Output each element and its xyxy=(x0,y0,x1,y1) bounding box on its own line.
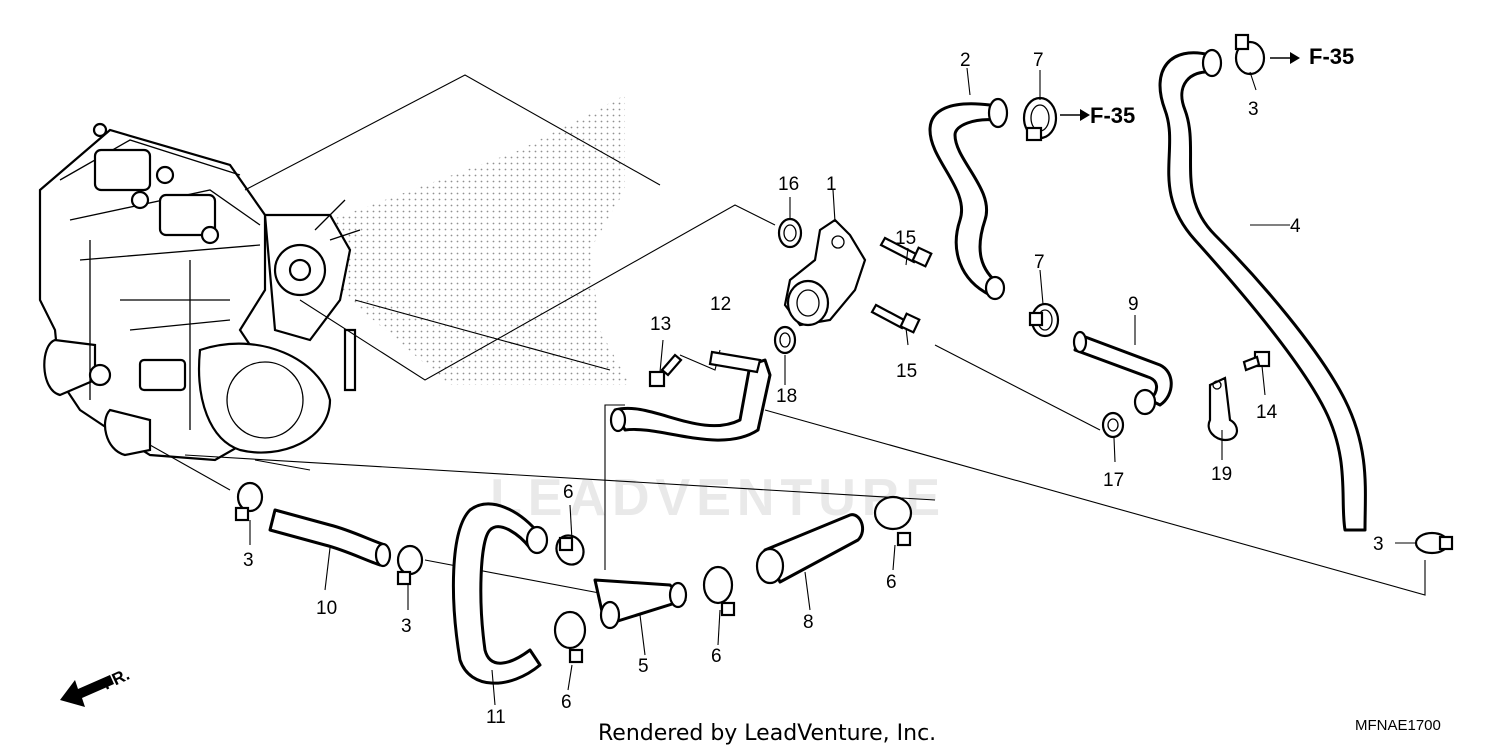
label-leaders xyxy=(249,67,1415,706)
label-15-upper: 15 xyxy=(895,228,916,249)
label-2: 2 xyxy=(960,50,971,71)
clamp-6-right xyxy=(873,495,913,547)
o-ring-18 xyxy=(773,325,797,355)
hose-11 xyxy=(451,502,549,685)
clamp-6-middle xyxy=(702,565,736,617)
clip-19 xyxy=(1207,376,1238,442)
hose-4 xyxy=(1158,48,1367,532)
label-15-lower: 15 xyxy=(896,361,917,382)
hose-2 xyxy=(928,97,1009,301)
clamp-6-bottom xyxy=(553,610,587,664)
grommet-17 xyxy=(1101,411,1125,439)
label-12: 12 xyxy=(710,294,731,315)
label-6-bottom: 6 xyxy=(561,692,572,713)
clamp-3-left xyxy=(234,481,264,522)
label-11: 11 xyxy=(486,707,506,728)
label-19: 19 xyxy=(1211,464,1232,485)
label-6-top: 6 xyxy=(563,482,574,503)
hose-10 xyxy=(268,508,392,568)
label-4: 4 xyxy=(1290,216,1301,237)
pipe-9 xyxy=(1072,330,1173,416)
engine-illustration xyxy=(38,122,361,462)
label-6-right: 6 xyxy=(886,572,897,593)
label-1: 1 xyxy=(826,174,837,195)
front-marker: FR. xyxy=(100,665,133,694)
part-number-labels: 1 2 7 3 4 16 15 15 7 9 13 12 18 14 17 19… xyxy=(243,50,1384,728)
label-17: 17 xyxy=(1103,470,1124,491)
label-7-upper: 7 xyxy=(1033,50,1044,71)
clamp-7-upper xyxy=(1022,96,1058,142)
label-10: 10 xyxy=(316,598,337,619)
label-3-left: 3 xyxy=(243,550,254,571)
f35-arrow-lower xyxy=(1270,52,1300,64)
clamp-7-lower xyxy=(1028,302,1060,338)
o-ring-16 xyxy=(777,217,803,249)
f35-label-upper: F-35 xyxy=(1090,103,1135,128)
thermostat-housing-1 xyxy=(783,218,867,327)
bolt-14 xyxy=(1242,350,1271,372)
bolt-15-lower xyxy=(870,303,921,334)
leader-lines xyxy=(149,74,1426,596)
hose-8 xyxy=(755,513,864,585)
bolt-13 xyxy=(648,353,683,388)
watermark-text: LEADVENTURE xyxy=(490,469,946,527)
label-13: 13 xyxy=(650,314,671,335)
label-16: 16 xyxy=(778,174,799,195)
rendered-by-credit: Rendered by LeadVenture, Inc. xyxy=(598,721,936,746)
label-5: 5 xyxy=(638,656,649,677)
front-direction-arrow xyxy=(60,675,114,707)
f35-arrow-upper xyxy=(1060,109,1090,121)
pipe-5 xyxy=(593,578,688,630)
clamp-3-right xyxy=(1414,531,1454,555)
f35-label-lower: F-35 xyxy=(1309,44,1354,69)
diagram-code: MFNAE1700 xyxy=(1355,717,1441,734)
label-9: 9 xyxy=(1128,294,1139,315)
label-3-top: 3 xyxy=(1248,99,1259,120)
label-18: 18 xyxy=(776,386,797,407)
label-8: 8 xyxy=(803,612,814,633)
bolt-15-upper xyxy=(879,236,933,268)
clamp-3-middle xyxy=(396,544,424,586)
clamp-6-top xyxy=(555,534,585,566)
label-3-right: 3 xyxy=(1373,534,1384,555)
label-14: 14 xyxy=(1256,402,1278,423)
pipe-joint-12 xyxy=(609,350,772,442)
clamp-3-top xyxy=(1234,33,1266,76)
label-6-middle: 6 xyxy=(711,646,722,667)
label-3-middle: 3 xyxy=(401,616,412,637)
label-7-lower: 7 xyxy=(1034,252,1045,273)
